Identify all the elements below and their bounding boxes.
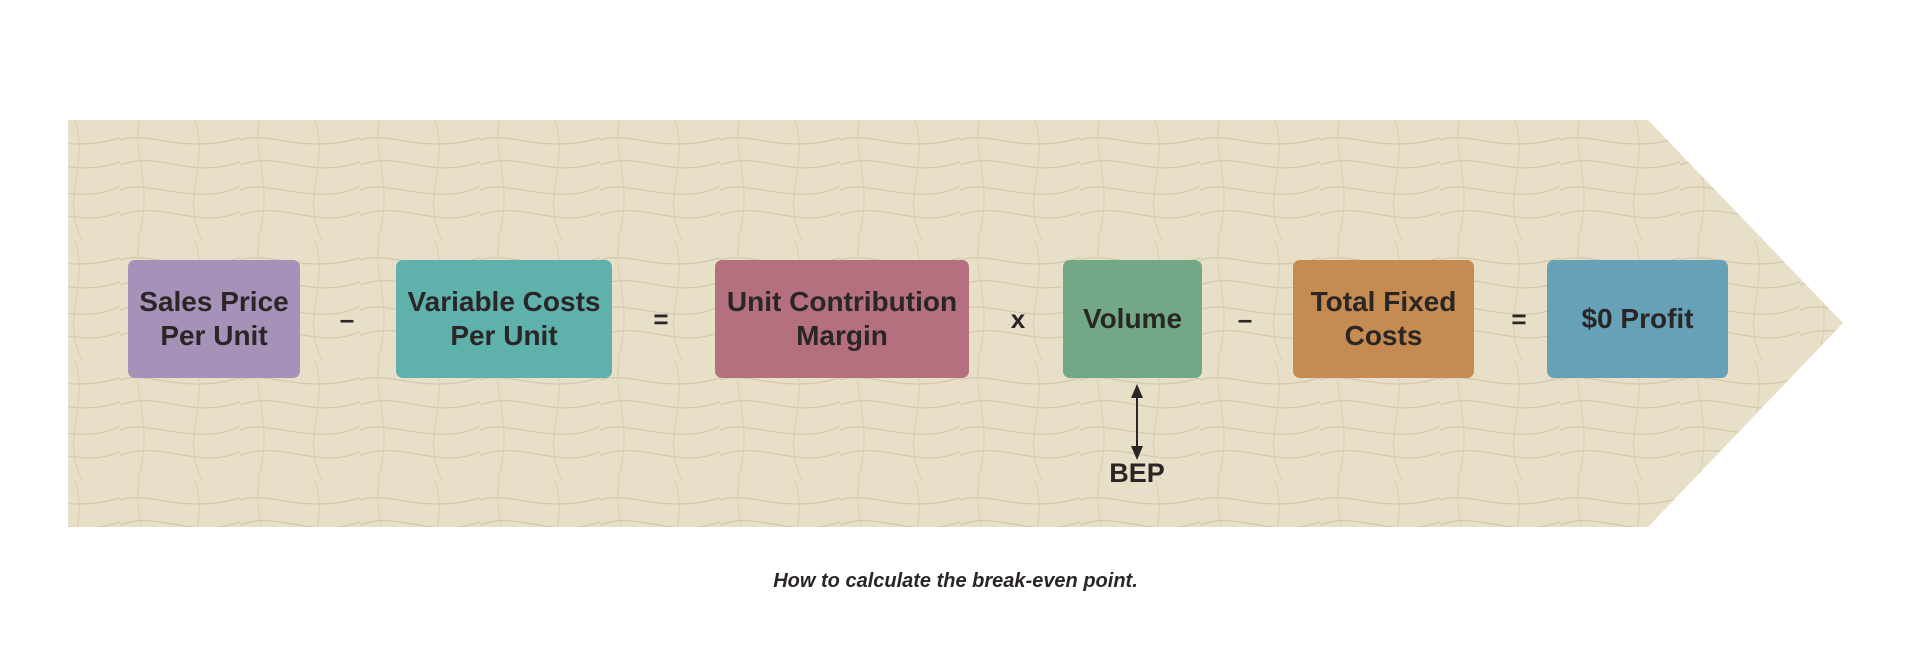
unit-contribution-margin-box: Unit Contribution Margin bbox=[715, 260, 969, 378]
bep-label: BEP bbox=[1109, 458, 1165, 488]
figure-caption: How to calculate the break-even point. bbox=[773, 570, 1138, 592]
variable-costs-per-unit-box: Variable Costs Per Unit bbox=[396, 260, 612, 378]
equals-operator: = bbox=[653, 303, 669, 334]
equals-operator: = bbox=[1511, 303, 1527, 334]
multiply-operator: x bbox=[1010, 303, 1026, 334]
zero-profit-box: $0 Profit bbox=[1547, 260, 1728, 378]
volume-box: Volume bbox=[1063, 260, 1202, 378]
minus-operator: – bbox=[339, 303, 355, 334]
minus-operator: – bbox=[1237, 303, 1253, 334]
double-arrow-icon bbox=[1131, 384, 1143, 460]
sales-price-per-unit-box: Sales Price Per Unit bbox=[128, 260, 300, 378]
total-fixed-costs-box: Total Fixed Costs bbox=[1293, 260, 1474, 378]
